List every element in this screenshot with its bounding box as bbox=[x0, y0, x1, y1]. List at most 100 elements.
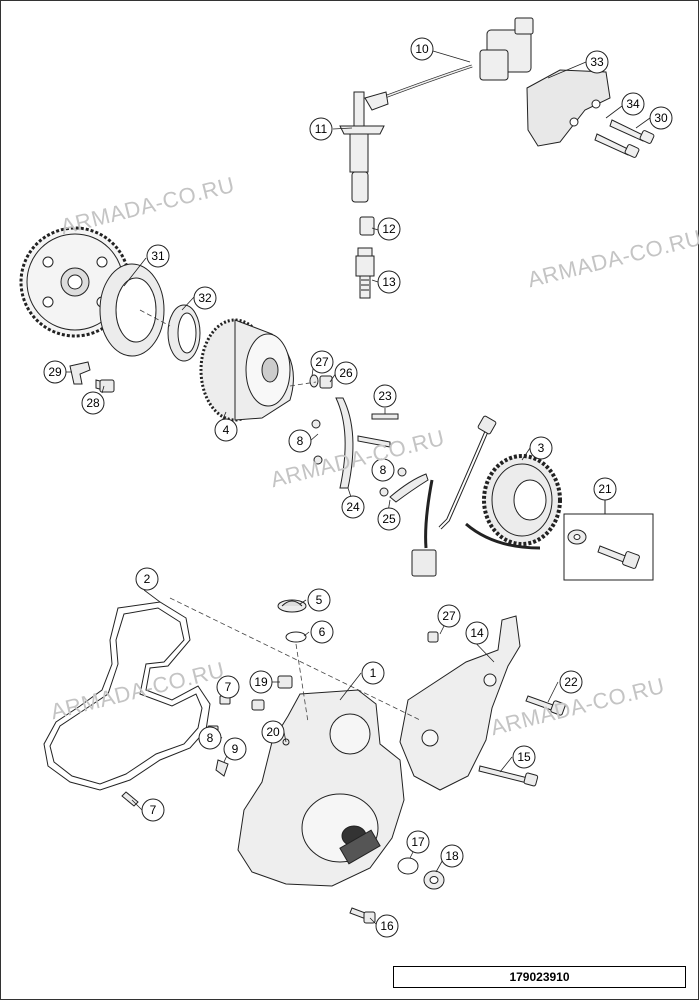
callout-label: 16 bbox=[380, 919, 394, 933]
freewheel bbox=[99, 263, 165, 357]
callout-c29: 29 bbox=[43, 360, 67, 384]
callout-circle bbox=[310, 620, 334, 644]
callout-label: 31 bbox=[151, 249, 165, 263]
assembly-lines bbox=[139, 309, 421, 723]
callout-circle bbox=[216, 675, 240, 699]
callout-circle bbox=[43, 360, 67, 384]
sprocket-cover bbox=[399, 615, 521, 791]
callout-circle bbox=[377, 217, 401, 241]
drawing-number: 179023910 bbox=[509, 970, 570, 984]
spark-plug-connector bbox=[339, 91, 385, 203]
freewheel-ring bbox=[167, 304, 201, 362]
bracket-screws bbox=[594, 119, 655, 158]
callout-circle bbox=[559, 670, 583, 694]
callout-c1: 1 bbox=[361, 661, 385, 685]
callout-c7a: 7 bbox=[216, 675, 240, 699]
callout-c27a: 27 bbox=[310, 350, 334, 374]
callout-c31: 31 bbox=[146, 244, 170, 268]
callout-c20: 20 bbox=[261, 720, 285, 744]
callout-c28: 28 bbox=[81, 391, 105, 415]
callout-label: 26 bbox=[339, 366, 353, 380]
callout-label: 7 bbox=[150, 803, 157, 817]
callout-circle bbox=[198, 726, 222, 750]
callout-c27b: 27 bbox=[437, 604, 461, 628]
callout-c11: 11 bbox=[309, 117, 333, 141]
callout-circle bbox=[593, 477, 617, 501]
callout-label: 8 bbox=[380, 463, 387, 477]
callout-c26: 26 bbox=[334, 361, 358, 385]
callout-label: 25 bbox=[382, 512, 396, 526]
callout-c12: 12 bbox=[377, 217, 401, 241]
callout-c5: 5 bbox=[307, 588, 331, 612]
callout-circle bbox=[214, 418, 238, 442]
cover-screws bbox=[349, 631, 566, 924]
callout-c24: 24 bbox=[341, 495, 365, 519]
callout-label: 7 bbox=[225, 680, 232, 694]
callout-circle bbox=[334, 361, 358, 385]
callout-label: 6 bbox=[319, 625, 326, 639]
callout-c21: 21 bbox=[593, 477, 617, 501]
callout-c4: 4 bbox=[214, 418, 238, 442]
callout-label: 24 bbox=[346, 500, 360, 514]
callout-circle bbox=[81, 391, 105, 415]
chain-guide-rails bbox=[311, 397, 429, 503]
callout-label: 9 bbox=[232, 742, 239, 756]
callout-c8b: 8 bbox=[371, 458, 395, 482]
callout-circle bbox=[146, 244, 170, 268]
callout-c16: 16 bbox=[375, 914, 399, 938]
callout-c23: 23 bbox=[373, 384, 397, 408]
callout-label: 10 bbox=[415, 42, 429, 56]
stator bbox=[411, 415, 562, 577]
callout-label: 20 bbox=[266, 725, 280, 739]
callout-circle bbox=[288, 429, 312, 453]
callout-c8a: 8 bbox=[288, 429, 312, 453]
rotor-nut bbox=[309, 374, 333, 389]
callout-circle bbox=[410, 37, 434, 61]
callout-label: 32 bbox=[198, 291, 212, 305]
callout-c32: 32 bbox=[193, 286, 217, 310]
callout-c6: 6 bbox=[310, 620, 334, 644]
callout-label: 4 bbox=[223, 423, 230, 437]
callout-label: 8 bbox=[207, 731, 214, 745]
callout-circle bbox=[406, 830, 430, 854]
callout-c7b: 7 bbox=[141, 798, 165, 822]
callout-circle bbox=[649, 106, 673, 130]
callout-c17: 17 bbox=[406, 830, 430, 854]
callout-c13: 13 bbox=[377, 270, 401, 294]
callout-circle bbox=[310, 350, 334, 374]
callout-label: 11 bbox=[315, 122, 328, 136]
callout-label: 22 bbox=[564, 675, 578, 689]
callout-c30: 30 bbox=[649, 106, 673, 130]
callout-circle bbox=[375, 914, 399, 938]
callout-label: 3 bbox=[538, 441, 545, 455]
callout-circle bbox=[465, 621, 489, 645]
callout-label: 1 bbox=[370, 666, 377, 680]
callout-label: 27 bbox=[315, 355, 329, 369]
callout-circle bbox=[371, 458, 395, 482]
callout-label: 15 bbox=[517, 750, 531, 764]
callout-label: 34 bbox=[626, 97, 640, 111]
callout-circle bbox=[377, 507, 401, 531]
callout-circle bbox=[440, 844, 464, 868]
callout-label: 29 bbox=[48, 365, 62, 379]
callout-label: 21 bbox=[598, 482, 612, 496]
callout-label: 8 bbox=[297, 434, 304, 448]
callout-circle bbox=[361, 661, 385, 685]
callout-c25: 25 bbox=[377, 507, 401, 531]
callout-label: 17 bbox=[411, 835, 425, 849]
callout-circle bbox=[307, 588, 331, 612]
callout-label: 19 bbox=[254, 675, 268, 689]
callout-circle bbox=[193, 286, 217, 310]
callout-circle bbox=[377, 270, 401, 294]
callout-label: 23 bbox=[378, 389, 392, 403]
callout-circle bbox=[261, 720, 285, 744]
spark-plug bbox=[355, 216, 375, 299]
callout-label: 18 bbox=[445, 849, 459, 863]
screw-kit bbox=[563, 500, 654, 581]
callout-c33: 33 bbox=[585, 50, 609, 74]
callout-label: 2 bbox=[144, 572, 151, 586]
callout-c8c: 8 bbox=[198, 726, 222, 750]
cover-gasket bbox=[43, 601, 211, 791]
callout-circle bbox=[309, 117, 333, 141]
